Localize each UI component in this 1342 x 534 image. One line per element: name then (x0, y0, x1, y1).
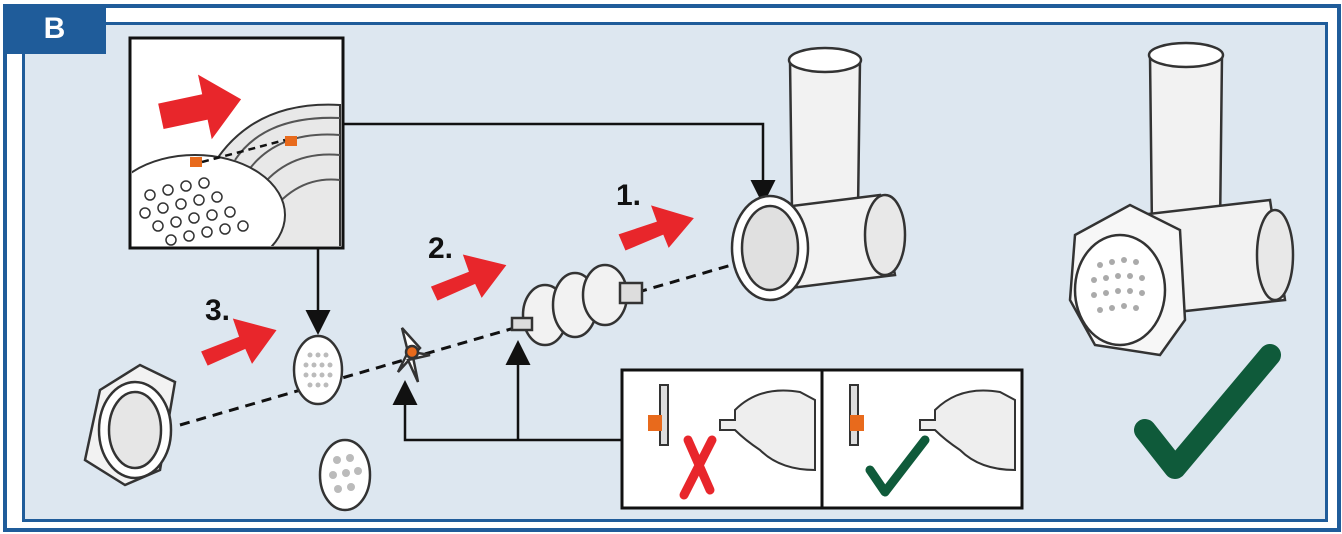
inset-to-housing-connector (343, 122, 776, 205)
incorrect-orientation (648, 384, 816, 500)
inset-direction-arrow (158, 74, 242, 140)
large-check-icon (1134, 344, 1281, 479)
coarse-plate (318, 438, 372, 512)
mincer-housing (730, 46, 907, 302)
detail-inset (128, 36, 345, 250)
step-3-label: 3. (205, 294, 230, 327)
panel-label-badge: B (3, 4, 106, 54)
assembly-axis-line (179, 246, 791, 427)
step-1-label: 1. (616, 179, 641, 212)
assembled-mincer (1068, 41, 1295, 357)
plate-notch-highlight (190, 157, 202, 167)
panel-label: B (43, 12, 66, 45)
step-2-arrow (430, 254, 507, 301)
housing-notch-highlight (285, 136, 297, 146)
plate-holes (139, 177, 249, 246)
detail-to-blade-connector (392, 380, 622, 442)
auger (510, 263, 644, 347)
assembled-plate-holes (1091, 257, 1145, 313)
check-icon (865, 435, 930, 497)
orientation-detail-box (620, 368, 1024, 510)
cutting-blade (396, 327, 431, 383)
ring-nut (83, 363, 177, 487)
correct-orientation (849, 384, 1016, 497)
step-1-arrow (618, 205, 694, 251)
perforated-plate (292, 334, 344, 406)
step-2-label: 2. (428, 232, 453, 265)
cross-icon (679, 435, 717, 500)
step-3-arrow (201, 318, 277, 366)
